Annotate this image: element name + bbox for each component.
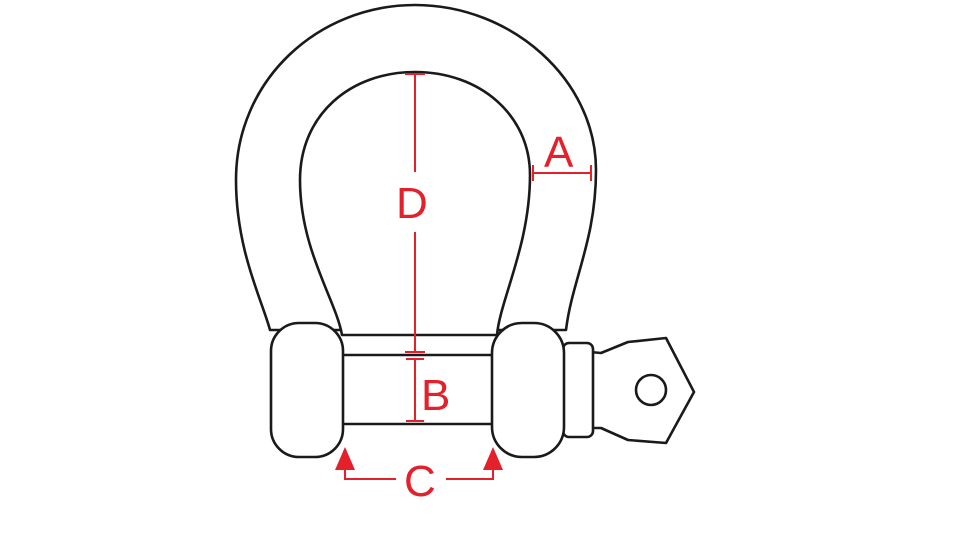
right-ear — [490, 321, 566, 459]
dimension-c: C — [335, 447, 503, 506]
left-ear — [269, 321, 345, 459]
label-c: C — [404, 457, 436, 506]
arrow-up-left — [335, 447, 355, 470]
dimension-d: D — [396, 73, 428, 353]
pin-body — [333, 353, 507, 426]
label-a: A — [544, 128, 574, 177]
pin-collar — [561, 341, 595, 439]
dimension-a: A — [532, 128, 592, 181]
label-b: B — [421, 371, 450, 420]
pin-tab-hole — [634, 373, 668, 407]
bow-inner — [298, 70, 532, 337]
label-d: D — [396, 179, 428, 228]
dimension-b: B — [406, 358, 450, 422]
arrow-up-right — [483, 447, 503, 470]
